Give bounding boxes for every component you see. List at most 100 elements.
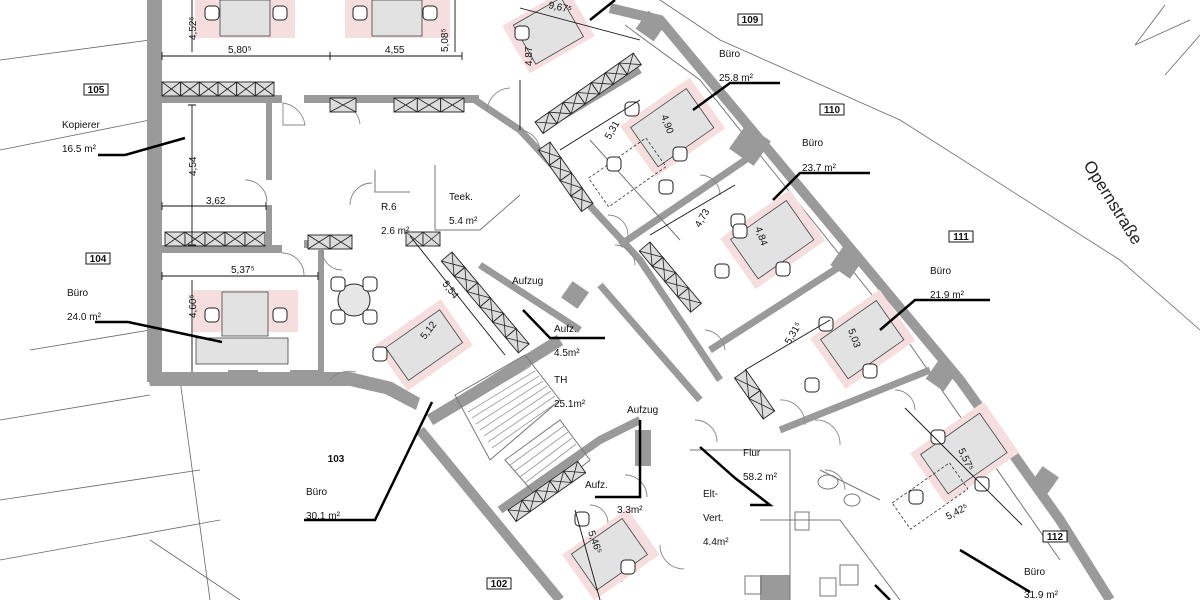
dimension-554: 5,54 <box>440 279 461 301</box>
chair <box>818 316 834 332</box>
chair <box>624 101 640 117</box>
space-area-teek: 5.4 m² <box>449 216 478 227</box>
room-area-104: 24.0 m² <box>67 312 102 323</box>
dimension-455: 4,55 <box>385 45 405 56</box>
dimension-473: 4,73 <box>693 207 712 230</box>
dimension-5085: 5,08⁵ <box>440 28 451 52</box>
doors <box>244 87 916 583</box>
space-area-aufz-1: 4.5m² <box>554 348 580 359</box>
room-number-112: 112 <box>1047 532 1064 543</box>
room-name-110: Büro <box>802 138 824 149</box>
cabinet-row <box>507 460 587 523</box>
space-labels: R.6 2.6 m² Teek. 5.4 m² Aufzug Aufz. 4.5… <box>381 192 778 548</box>
cabinet-row <box>393 97 465 113</box>
dimension-9675: 9,67⁵ <box>547 0 572 16</box>
space-name-r6: R.6 <box>381 202 397 213</box>
space-name-flur: Flur <box>743 448 761 459</box>
chair <box>620 559 636 575</box>
dimension-4525: 4,52⁵ <box>188 16 199 40</box>
chair <box>204 307 220 323</box>
space-name-aufzug-1: Aufzug <box>512 276 543 287</box>
staircase <box>454 354 591 501</box>
dimension-lines <box>161 0 1023 600</box>
room-number-102: 102 <box>491 579 508 590</box>
dimension-5375: 5,37⁵ <box>231 265 255 276</box>
room-number-105: 105 <box>88 85 105 96</box>
chair <box>514 25 530 41</box>
room-area-110: 23.7 m² <box>802 163 837 174</box>
chair <box>372 346 388 362</box>
chair <box>930 429 946 445</box>
space-name-elt: Elt- <box>703 489 718 500</box>
dimension-4605: 4,60⁵ <box>188 294 199 318</box>
room-number-104: 104 <box>90 254 107 265</box>
space-name-aufz-2: Aufz. <box>585 480 608 491</box>
chair <box>362 309 378 325</box>
cabinet-row <box>329 97 357 113</box>
room-number-110: 110 <box>824 105 841 116</box>
meeting-table <box>337 283 371 317</box>
space-name-aufzug-2: Aufzug <box>627 405 658 416</box>
cabinet-row <box>405 231 441 247</box>
chair <box>658 179 674 195</box>
room-name-104: Büro <box>67 288 89 299</box>
room-name-105: Kopierer <box>62 120 100 131</box>
room-name-111: Büro <box>930 266 952 277</box>
cabinet-row <box>440 251 530 354</box>
chair <box>362 276 378 292</box>
thin-lines <box>374 139 901 600</box>
room-labels: Kopierer 16.5 m² Büro 24.0 m² Büro 30.1 … <box>62 49 1059 600</box>
dimension-487: 4,87 <box>524 46 535 66</box>
space-area-aufz-2: 3.3m² <box>617 505 643 516</box>
room-area-105: 16.5 m² <box>62 144 97 155</box>
leader-lines <box>95 0 1031 600</box>
room-area-103: 30.1 m² <box>306 511 341 522</box>
dimension-5805: 5,80⁵ <box>228 45 252 56</box>
chair <box>272 5 288 21</box>
workstations <box>193 0 1020 600</box>
dimension-531: 5,31 <box>603 119 622 142</box>
dimension-454: 4,54 <box>188 156 199 176</box>
cabinet-row <box>161 81 275 97</box>
room-area-112: 31.9 m² <box>1024 590 1059 600</box>
cabinet-row <box>537 141 594 213</box>
cabinet-row <box>307 234 353 250</box>
space-area-elt-vert: 4.4m² <box>703 537 729 548</box>
chair <box>804 377 820 393</box>
street-name: Opernstraße <box>1080 157 1147 248</box>
chair <box>732 223 748 239</box>
chair <box>330 309 346 325</box>
cabinet-row <box>164 231 266 247</box>
cabinet-rows <box>161 52 776 523</box>
space-name-teek: Teek. <box>449 192 473 203</box>
building-walls <box>147 0 1115 600</box>
space-area-th: 25.1m² <box>554 399 586 410</box>
room-number-111: 111 <box>953 232 969 243</box>
room-number-109: 109 <box>742 15 759 26</box>
chairs <box>204 5 990 575</box>
room-name-103: Büro <box>306 487 328 498</box>
chair <box>714 263 730 279</box>
space-name-aufz-1: Aufz. <box>554 324 577 335</box>
room-name-109: Büro <box>719 49 741 60</box>
chair <box>908 489 924 505</box>
chair <box>672 146 688 162</box>
cabinet-row <box>534 52 642 135</box>
dimension-362: 3,62 <box>206 196 226 207</box>
chair <box>204 5 220 21</box>
space-area-r6: 2.6 m² <box>381 226 410 237</box>
chair <box>272 307 288 323</box>
dimension-5425: 5,42⁵ <box>944 502 970 523</box>
chair <box>352 5 368 21</box>
room-number-103: 103 <box>328 454 345 465</box>
chair <box>422 5 438 21</box>
space-name-vert: Vert. <box>703 513 724 524</box>
room-area-111: 21.9 m² <box>930 290 965 301</box>
chair <box>775 261 791 277</box>
space-area-flur: 58.2 m² <box>743 472 778 483</box>
cabinet-row <box>733 369 776 420</box>
cabinet-row <box>638 241 703 313</box>
chair <box>862 363 878 379</box>
